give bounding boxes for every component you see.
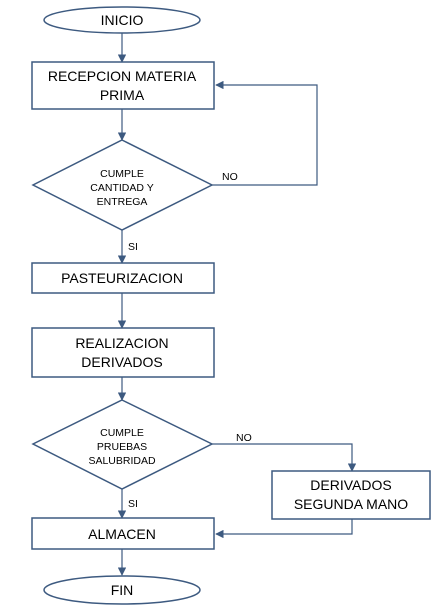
process-reception [31, 61, 215, 110]
process-storage [31, 517, 215, 550]
reception-label-line2: PRIMA [100, 87, 145, 103]
decision-quantity-line1: CUMPLE [100, 168, 144, 180]
storage-label: ALMACEN [88, 526, 156, 542]
reception-label-line1: RECEPCION MATERIA [48, 68, 197, 84]
decision-health-line1: CUMPLE [100, 427, 144, 439]
connector-health-no [212, 443, 357, 472]
second-hand-label-line2: SEGUNDA MANO [294, 496, 408, 512]
end-terminal [43, 575, 201, 605]
start-label: INICIO [101, 12, 144, 28]
edge-label-yes-1: SI [128, 241, 138, 253]
connector-loop-no [212, 80, 318, 186]
connector-second-hand-to-storage [215, 519, 353, 539]
second-hand-label-line1: DERIVADOS [310, 477, 391, 493]
decision-quantity [31, 139, 214, 231]
process-derivatives [31, 327, 215, 378]
edge-label-no-1: NO [222, 171, 238, 183]
pasteurization-label: PASTEURIZACION [61, 270, 183, 286]
decision-health [31, 399, 214, 490]
derivatives-label-line1: REALIZACION [75, 335, 168, 351]
end-label: FIN [111, 582, 134, 598]
edge-label-yes-2: SI [128, 498, 138, 510]
process-second-hand [271, 470, 431, 520]
decision-quantity-line3: ENTREGA [97, 196, 148, 208]
decision-quantity-line2: CANTIDAD Y [90, 182, 153, 194]
decision-health-line2: PRUEBAS [97, 441, 147, 453]
decision-health-line3: SALUBRIDAD [88, 455, 156, 467]
process-pasteurization [31, 262, 215, 294]
derivatives-label-line2: DERIVADOS [81, 354, 162, 370]
start-terminal [43, 6, 201, 34]
edge-label-no-2: NO [236, 432, 252, 444]
